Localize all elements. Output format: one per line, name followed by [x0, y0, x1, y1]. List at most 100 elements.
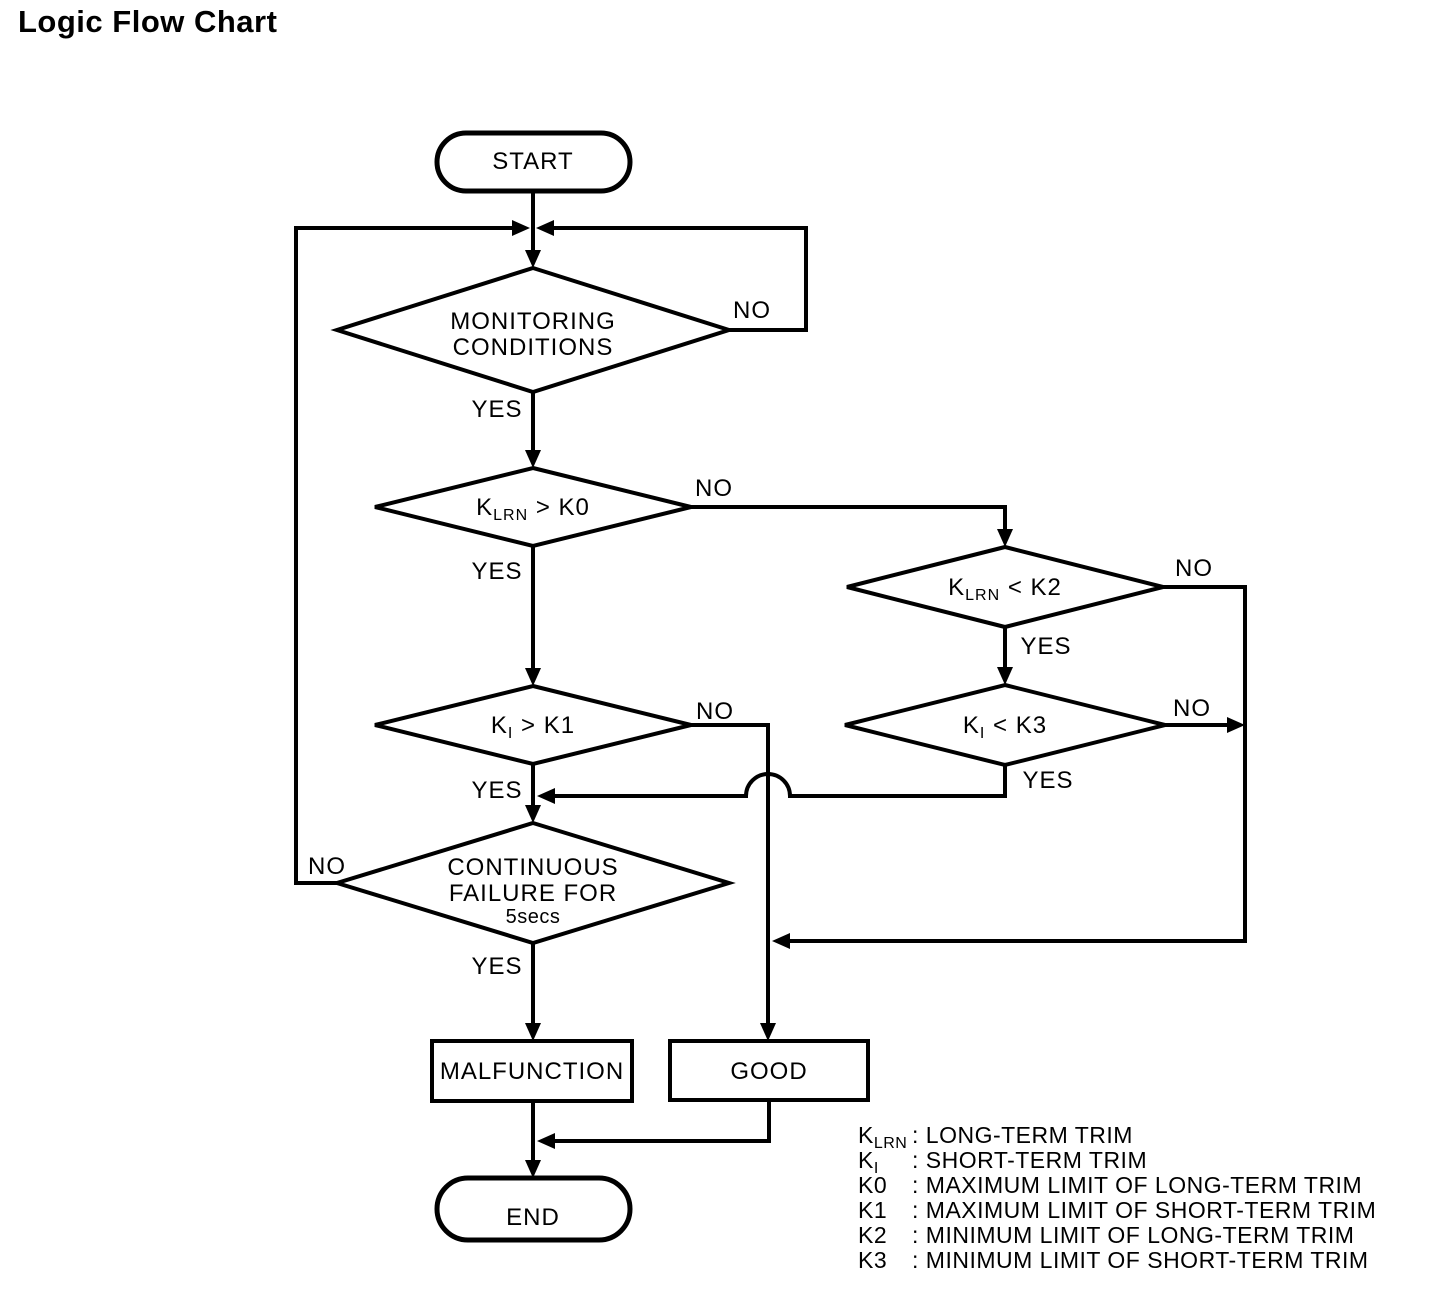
legend-description: : MINIMUM LIMIT OF SHORT-TERM TRIM — [912, 1247, 1369, 1273]
legend-description: : LONG-TERM TRIM — [912, 1122, 1133, 1148]
decision-diamond-shape — [330, 265, 736, 395]
legend-description: : MAXIMUM LIMIT OF LONG-TERM TRIM — [912, 1172, 1362, 1198]
arrowhead-down-icon — [997, 667, 1013, 685]
flow-line — [294, 226, 512, 885]
legend: KLRN : LONG-TERM TRIM KI : SHORT-TERM TR… — [858, 1122, 1376, 1273]
edge-label-yes-monitoring: YES — [471, 396, 522, 423]
malfunction-box: MALFUNCTION — [430, 1039, 634, 1103]
continuous-failure-label-line3: 5secs — [506, 906, 561, 928]
edge-label-no-k2: NO — [1175, 555, 1213, 582]
arrowhead-down-icon — [525, 668, 541, 686]
connector-start-to-monitoring — [525, 191, 541, 268]
connector-continuous-no-loop — [294, 220, 530, 885]
connector-monitoring-yes — [525, 392, 541, 468]
connector-monitoring-no-loop — [536, 220, 808, 332]
decision-diamond-shape — [846, 544, 1164, 630]
process-box-shape — [668, 1039, 870, 1102]
flow-line-with-hop — [555, 765, 1007, 798]
start-terminator-shape — [434, 130, 633, 194]
flow-line — [691, 723, 770, 1023]
connector-k0-yes — [525, 546, 541, 686]
klrn-gt-k0-label: KLRN > K0 — [476, 494, 590, 524]
arrowhead-down-icon — [525, 1023, 541, 1041]
legend-symbol: K1 — [858, 1197, 887, 1223]
legend-row: KLRN : LONG-TERM TRIM — [858, 1122, 1133, 1152]
arrowhead-down-icon — [525, 1160, 541, 1178]
good-label: GOOD — [730, 1058, 807, 1085]
edge-label-yes-k2: YES — [1020, 633, 1071, 660]
arrowhead-down-icon — [760, 1023, 776, 1041]
arrowhead-left-icon — [536, 220, 554, 236]
legend-row: K2 : MINIMUM LIMIT OF LONG-TERM TRIM — [858, 1222, 1354, 1248]
legend-symbol: K3 — [858, 1247, 887, 1273]
page-title: Logic Flow Chart — [18, 4, 278, 39]
legend-symbol: K0 — [858, 1172, 887, 1198]
edge-label-yes-k1: YES — [471, 777, 522, 804]
edge-label-no-continuous: NO — [308, 853, 346, 880]
arrowhead-right-icon — [512, 220, 530, 236]
edge-label-yes-continuous: YES — [471, 953, 522, 980]
legend-symbol: KLRN — [858, 1122, 907, 1152]
arrowhead-left-icon — [772, 933, 790, 949]
legend-row: KI : SHORT-TERM TRIM — [858, 1147, 1147, 1177]
arrowhead-left-icon — [537, 788, 555, 804]
monitoring-label-line1: MONITORING — [450, 308, 616, 335]
decision-diamond-shape — [374, 465, 692, 549]
legend-description: : SHORT-TERM TRIM — [912, 1147, 1147, 1173]
flow-line — [554, 226, 808, 332]
decision-continuous-failure: CONTINUOUS FAILURE FOR 5secs — [330, 820, 736, 946]
connector-k0-no — [691, 505, 1013, 547]
malfunction-label: MALFUNCTION — [440, 1058, 624, 1085]
end-node: END — [434, 1175, 633, 1243]
decision-ki-gt-k1: KI > K1 — [374, 683, 692, 767]
arrowhead-right-icon — [1227, 717, 1245, 733]
legend-description: : MINIMUM LIMIT OF LONG-TERM TRIM — [912, 1222, 1354, 1248]
connector-k2-yes — [997, 627, 1013, 685]
connector-k3-no — [1165, 717, 1245, 733]
edge-label-no-monitoring: NO — [733, 297, 771, 324]
connector-k2-no — [772, 585, 1247, 949]
end-label: END — [506, 1204, 560, 1231]
end-terminator-shape — [434, 1175, 633, 1243]
decision-diamond-shape — [374, 683, 692, 767]
edge-label-yes-k0: YES — [471, 558, 522, 585]
legend-symbol: K2 — [858, 1222, 887, 1248]
decision-klrn-lt-k2: KLRN < K2 — [846, 544, 1164, 630]
flow-line — [691, 505, 1007, 529]
edge-label-yes-k3: YES — [1022, 767, 1073, 794]
flow-line — [555, 1100, 771, 1143]
arrowhead-down-icon — [525, 805, 541, 823]
decision-klrn-gt-k0: KLRN > K0 — [374, 465, 692, 549]
legend-description: : MAXIMUM LIMIT OF SHORT-TERM TRIM — [912, 1197, 1376, 1223]
legend-symbol: KI — [858, 1147, 879, 1177]
arrowhead-down-icon — [997, 529, 1013, 547]
process-box-shape — [430, 1039, 634, 1103]
good-box: GOOD — [668, 1039, 870, 1102]
legend-row: K3 : MINIMUM LIMIT OF SHORT-TERM TRIM — [858, 1247, 1369, 1273]
connector-good-to-end — [537, 1100, 771, 1149]
connector-k3-yes-return — [537, 765, 1007, 804]
edge-label-no-k3: NO — [1173, 695, 1211, 722]
connector-continuous-yes — [525, 943, 541, 1041]
ki-gt-k1-label: KI > K1 — [491, 712, 575, 742]
arrowhead-down-icon — [525, 250, 541, 268]
start-label: START — [492, 148, 573, 175]
klrn-lt-k2-label: KLRN < K2 — [948, 574, 1062, 604]
legend-row: K0 : MAXIMUM LIMIT OF LONG-TERM TRIM — [858, 1172, 1362, 1198]
edge-label-no-k0: NO — [695, 475, 733, 502]
decision-monitoring-conditions: MONITORING CONDITIONS — [330, 265, 736, 395]
monitoring-label-line2: CONDITIONS — [453, 334, 614, 361]
continuous-failure-label-line2: FAILURE FOR — [449, 880, 617, 907]
edge-label-no-k1: NO — [696, 698, 734, 725]
ki-lt-k3-label: KI < K3 — [963, 712, 1047, 742]
connector-k1-yes — [525, 764, 541, 823]
decision-diamond-shape — [330, 820, 736, 946]
arrowhead-down-icon — [525, 450, 541, 468]
connector-malfunction-to-end — [525, 1101, 541, 1178]
flow-line — [790, 585, 1247, 943]
decision-ki-lt-k3: KI < K3 — [844, 682, 1166, 768]
decision-diamond-shape — [844, 682, 1166, 768]
continuous-failure-label-line1: CONTINUOUS — [447, 854, 618, 881]
